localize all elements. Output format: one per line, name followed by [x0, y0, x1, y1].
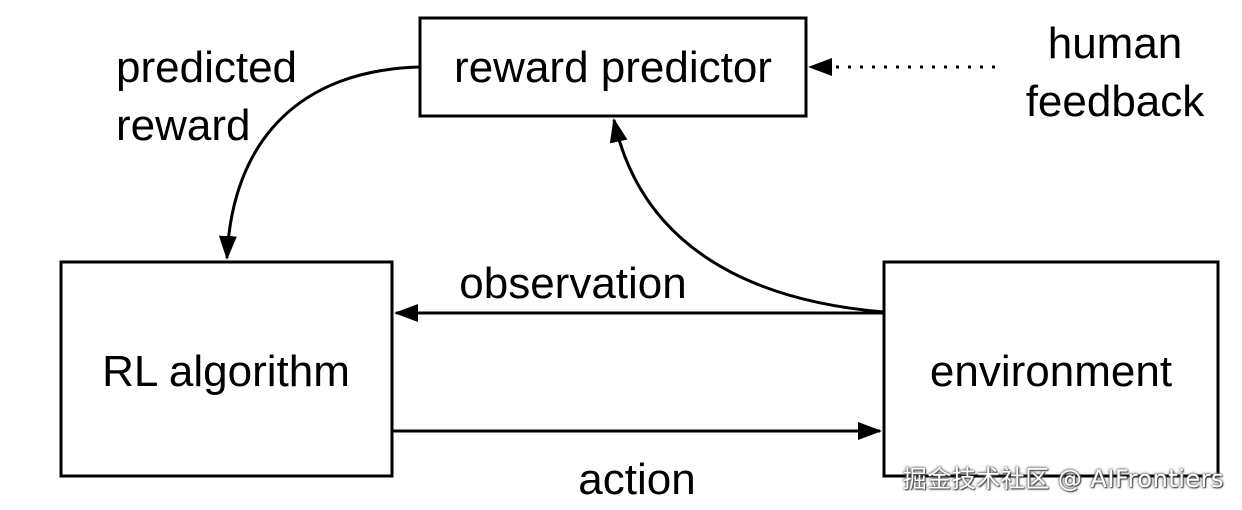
human-feedback-label-line2: feedback — [1026, 77, 1206, 126]
reward-predictor-node: reward predictor — [418, 16, 808, 118]
observation-label: observation — [459, 259, 686, 308]
predicted-reward-arrow — [218, 65, 421, 260]
predicted-reward-label-line2: reward — [116, 101, 251, 150]
rl-algorithm-label: RL algorithm — [102, 347, 350, 396]
watermark: 掘金技术社区 @ AIFrontiers — [902, 465, 1224, 493]
reward-predictor-label: reward predictor — [454, 43, 772, 92]
environment-label: environment — [930, 347, 1172, 396]
predicted-reward-label-line1: predicted — [116, 43, 297, 92]
action-label: action — [578, 455, 695, 504]
environment-node: environment — [882, 260, 1220, 478]
human-feedback-label-line1: human — [1048, 19, 1183, 68]
environment-to-reward-predictor-arrow — [609, 118, 885, 314]
rl-algorithm-node: RL algorithm — [59, 260, 394, 478]
